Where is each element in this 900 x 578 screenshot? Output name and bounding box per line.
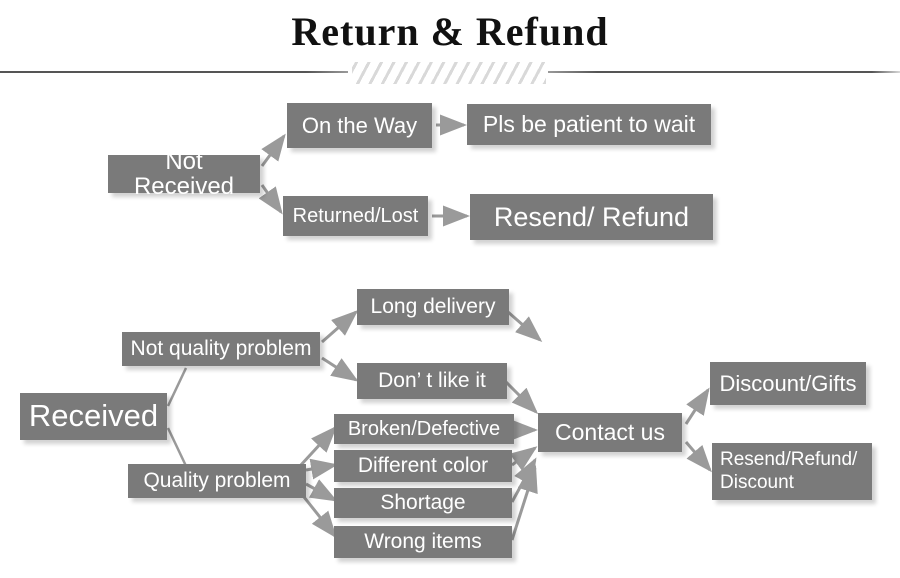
node-returned-lost[interactable]: Returned/Lost [283, 196, 428, 236]
divider-rule-right [548, 71, 900, 73]
node-received[interactable]: Received [20, 393, 167, 440]
title-divider [0, 62, 900, 84]
divider-rule-left [0, 71, 348, 73]
node-long-delivery[interactable]: Long delivery [357, 289, 509, 325]
node-contact-us[interactable]: Contact us [538, 413, 682, 452]
node-discount-gifts[interactable]: Discount/Gifts [710, 362, 866, 405]
page-title: Return & Refund [291, 9, 609, 54]
node-dont-like-it[interactable]: Don’ t like it [357, 363, 507, 399]
node-quality-problem[interactable]: Quality problem [128, 464, 306, 498]
node-pls-be-patient-to-wait[interactable]: Pls be patient to wait [467, 104, 711, 145]
node-different-color[interactable]: Different color [334, 450, 512, 482]
node-wrong-items[interactable]: Wrong items [334, 526, 512, 558]
divider-hatch-pattern [352, 62, 546, 84]
node-not-quality-problem[interactable]: Not quality problem [122, 332, 320, 366]
node-on-the-way[interactable]: On the Way [287, 103, 432, 148]
node-resend-refund[interactable]: Resend/ Refund [470, 194, 713, 240]
node-broken-defective[interactable]: Broken/Defective [334, 414, 514, 444]
node-resend-refund-discount[interactable]: Resend/Refund/ Discount [712, 443, 872, 500]
node-shortage[interactable]: Shortage [334, 488, 512, 518]
node-not-received[interactable]: Not Received [108, 149, 260, 199]
